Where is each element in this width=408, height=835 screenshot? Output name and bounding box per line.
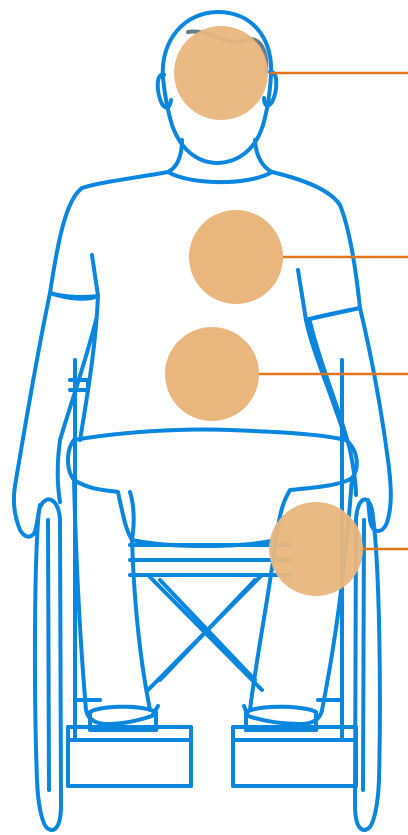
footrest-right xyxy=(233,727,356,786)
markers xyxy=(165,26,363,596)
footrest-left xyxy=(68,727,191,786)
sleeve-left xyxy=(50,293,98,297)
abdomen-marker xyxy=(165,327,259,421)
leader-lines xyxy=(258,73,408,549)
chest-marker xyxy=(189,210,283,304)
collar xyxy=(168,172,272,182)
head-marker xyxy=(174,26,268,120)
waist xyxy=(74,429,346,440)
wheel-left-rim xyxy=(48,520,49,790)
sleeve-right xyxy=(306,308,360,320)
neck-left xyxy=(168,140,182,172)
wheel-right-rim xyxy=(363,520,364,790)
leg-left xyxy=(74,480,158,724)
knee-marker xyxy=(269,502,363,596)
neck-right xyxy=(255,140,272,172)
